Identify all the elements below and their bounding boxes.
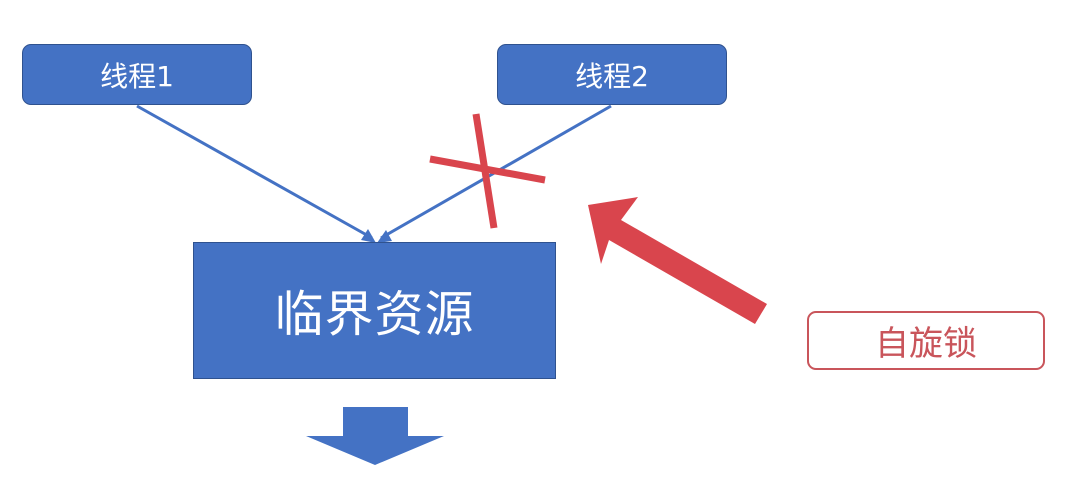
connector-thread1-to-resource [136,104,373,240]
down-arrow-icon [306,407,444,465]
spinlock-label: 自旋锁 [875,324,977,364]
connector-thread2-to-resource [380,104,612,240]
thread1-label: 线程1 [100,59,174,93]
thread2-box: 线程2 [497,44,727,105]
critical-resource-box: 临界资源 [193,242,556,379]
critical-resource-label: 临界资源 [274,286,475,343]
spinlock-pointer-arrow [588,197,767,324]
spinlock-box: 自旋锁 [807,311,1045,370]
thread1-box: 线程1 [22,44,252,105]
connector-thread1-arrowhead [361,229,376,243]
thread2-label: 线程2 [575,59,649,93]
blocked-cross-icon [429,113,546,229]
